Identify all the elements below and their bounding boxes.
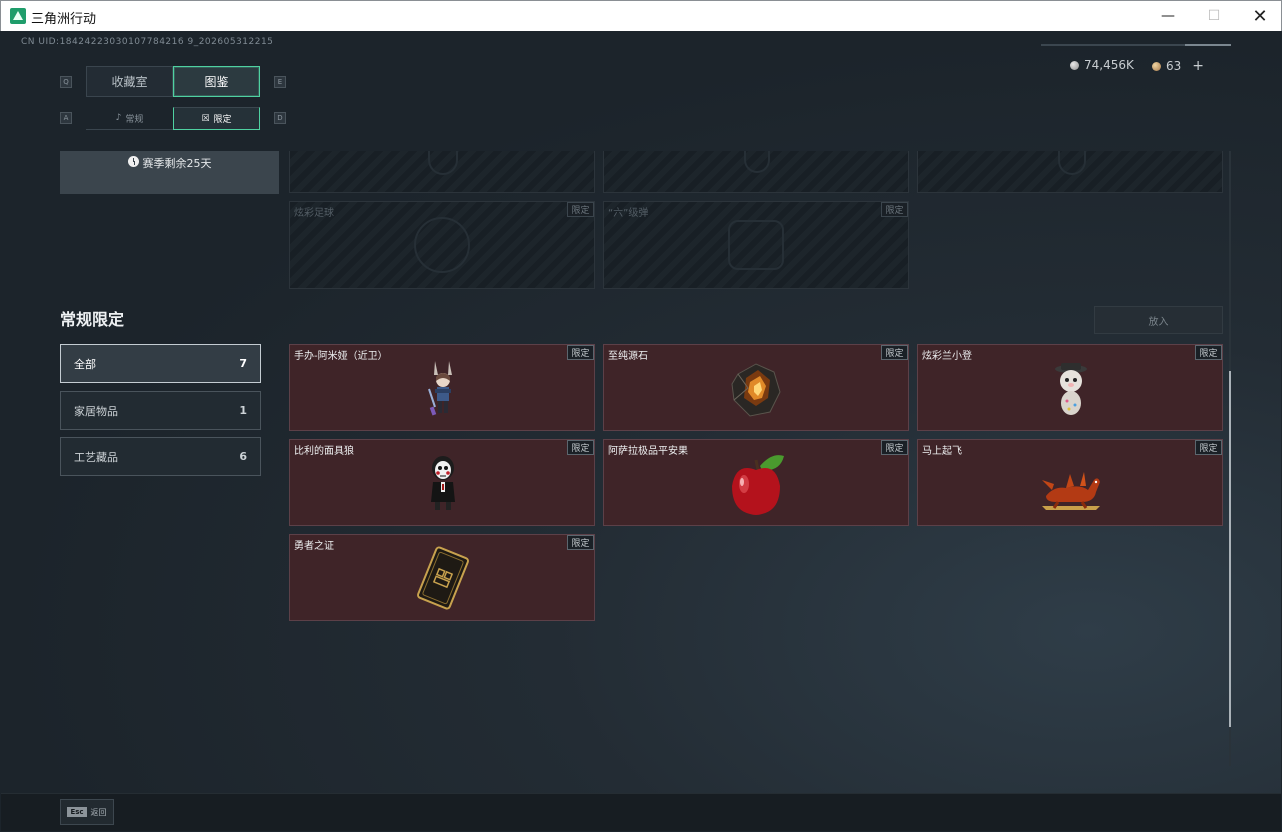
gold-coin-icon	[1152, 61, 1161, 71]
put-in-button[interactable]: 放入	[1094, 306, 1223, 334]
card-name: 炫彩兰小登	[922, 351, 972, 362]
section-title: 常规限定	[60, 310, 125, 329]
season-remaining-text: 赛季剩余25天	[142, 157, 212, 170]
back-button[interactable]: Esc 返回	[60, 799, 114, 825]
card-name: 炫彩足球	[294, 208, 334, 219]
item-card[interactable]: 炫彩兰小登 限定	[917, 344, 1223, 431]
card-name: 勇者之证	[294, 541, 334, 552]
locked-card[interactable]	[289, 151, 595, 193]
limited-tag: 限定	[567, 202, 594, 217]
glove-icon	[728, 220, 784, 270]
limited-tag: 限定	[881, 202, 908, 217]
mask-doll-icon	[431, 456, 455, 510]
leaf-icon: ♪	[115, 113, 122, 123]
category-label: 工艺藏品	[74, 450, 118, 464]
category-crafts[interactable]: 工艺藏品 6	[60, 437, 261, 476]
apple-icon	[732, 455, 784, 515]
tab-collection-room[interactable]: 收藏室	[86, 66, 173, 97]
card-name: 手办-阿米娅（近卫）	[294, 351, 388, 362]
card-icon	[417, 546, 469, 610]
limited-tag: 限定	[567, 440, 594, 455]
bottom-bar: Esc 返回	[1, 793, 1281, 831]
horse-icon	[1042, 472, 1100, 510]
currency-gold: 63 +	[1152, 58, 1204, 74]
card-name: 阿萨拉极品平安果	[608, 446, 688, 457]
card-name: “六”级弹	[608, 208, 649, 219]
limited-tag: 限定	[567, 535, 594, 550]
card-name: 马上起飞	[922, 446, 962, 457]
category-count: 1	[239, 404, 247, 417]
top-decor-line	[1041, 44, 1231, 46]
limited-tag: 限定	[567, 345, 594, 360]
originium-icon	[731, 363, 781, 417]
maximize-button[interactable]: ☐	[1207, 8, 1221, 24]
item-card[interactable]: 至纯源石 限定	[603, 344, 909, 431]
key-hint-next-sub: D	[274, 112, 286, 124]
category-count: 7	[239, 357, 247, 370]
add-currency-button[interactable]: +	[1192, 58, 1205, 74]
tab-limited[interactable]: ☒ 限定	[173, 107, 260, 130]
locked-card[interactable]: 炫彩足球 限定	[289, 201, 595, 289]
scrollbar-thumb[interactable]	[1229, 371, 1231, 727]
category-count: 6	[239, 450, 247, 463]
limited-tag: 限定	[1195, 440, 1222, 455]
mascot-icon	[1055, 363, 1087, 415]
close-button[interactable]: ✕	[1252, 5, 1268, 27]
item-card[interactable]: 阿萨拉极品平安果 限定	[603, 439, 909, 526]
card-name: 至纯源石	[608, 351, 648, 362]
app-logo-icon	[10, 8, 26, 24]
window-title: 三角洲行动	[31, 12, 97, 27]
tab-regular-label: 常规	[125, 114, 144, 125]
game-viewport: CN UID:18424223030107784216 9_2026053122…	[1, 31, 1281, 831]
locked-card[interactable]	[603, 151, 909, 193]
item-card[interactable]: 马上起飞 限定	[917, 439, 1223, 526]
limited-icon: ☒	[201, 113, 210, 124]
limited-tag: 限定	[881, 440, 908, 455]
figurine-icon	[428, 361, 452, 416]
key-hint-prev-main: Q	[60, 76, 72, 88]
window-title-bar: 三角洲行动 — ☐ ✕	[0, 0, 1282, 31]
ghost-icon	[1058, 151, 1086, 175]
back-label: 返回	[90, 807, 107, 817]
key-hint-next-main: E	[274, 76, 286, 88]
key-hint-prev-sub: A	[60, 112, 72, 124]
minimize-button[interactable]: —	[1161, 8, 1175, 24]
category-all[interactable]: 全部 7	[60, 344, 261, 383]
tab-regular[interactable]: ♪ 常规	[86, 107, 173, 130]
category-home[interactable]: 家居物品 1	[60, 391, 261, 430]
currency-silver: 74,456K	[1070, 58, 1134, 72]
category-label: 家居物品	[74, 404, 118, 418]
locked-card[interactable]	[917, 151, 1223, 193]
category-label: 全部	[74, 357, 96, 371]
limited-tag: 限定	[881, 345, 908, 360]
gold-amount: 63	[1166, 59, 1182, 73]
clock-icon	[127, 156, 139, 167]
locked-card[interactable]: “六”级弹 限定	[603, 201, 909, 289]
football-icon	[414, 217, 470, 273]
silver-coin-icon	[1070, 60, 1079, 70]
ghost-icon	[428, 151, 458, 175]
tab-limited-label: 限定	[213, 115, 232, 125]
item-card[interactable]: 手办-阿米娅（近卫） 限定	[289, 344, 595, 431]
silver-amount: 74,456K	[1084, 58, 1134, 72]
limited-tag: 限定	[1195, 345, 1222, 360]
ghost-icon	[744, 151, 770, 173]
esc-key-icon: Esc	[67, 807, 87, 817]
tab-catalog[interactable]: 图鉴	[173, 66, 260, 97]
item-card[interactable]: 比利的面具狼 限定	[289, 439, 595, 526]
card-name: 比利的面具狼	[294, 446, 354, 457]
season-remaining: 赛季剩余25天	[60, 151, 279, 194]
item-card[interactable]: 勇者之证 限定	[289, 534, 595, 621]
uid-label: CN UID:18424223030107784216 9_2026053122…	[21, 37, 274, 47]
